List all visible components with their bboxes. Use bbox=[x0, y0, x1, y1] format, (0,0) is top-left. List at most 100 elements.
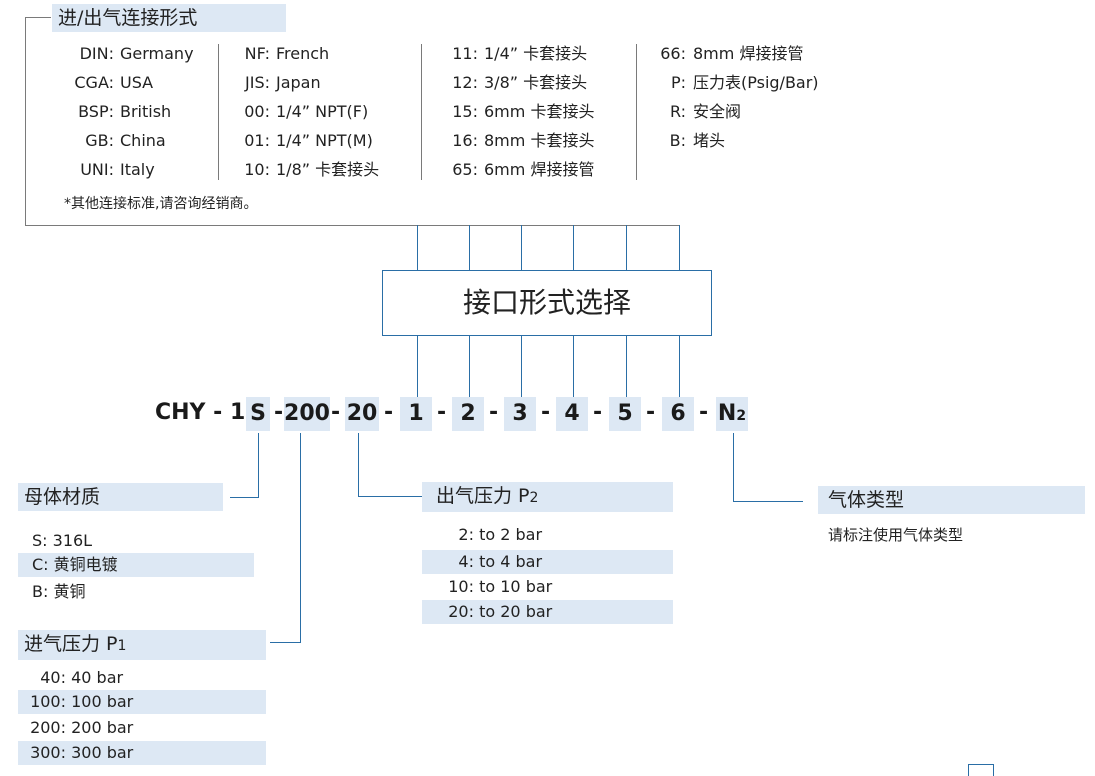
col1-code: GB: bbox=[85, 131, 114, 150]
col1-text: USA bbox=[120, 73, 154, 92]
pressure-code: 40: bbox=[40, 668, 66, 687]
code-segment-material: S bbox=[246, 397, 270, 431]
connector-line bbox=[679, 225, 680, 270]
col2-code: 01: bbox=[244, 131, 270, 150]
pressure-text: to 4 bar bbox=[479, 552, 543, 571]
col3-code: 65: bbox=[452, 160, 478, 179]
pressure-code: 200: bbox=[30, 718, 66, 737]
pressure-text: to 20 bar bbox=[479, 602, 553, 621]
col2-code: NF: bbox=[244, 44, 270, 63]
frame-top-line bbox=[25, 17, 51, 18]
corner-mark bbox=[968, 764, 994, 776]
material-row: B: 黄铜 bbox=[18, 580, 254, 604]
col1-code: CGA: bbox=[74, 73, 114, 92]
frame-bottom-line bbox=[25, 225, 680, 226]
col4-code: 66: bbox=[660, 44, 686, 63]
connector-line bbox=[417, 336, 418, 397]
col2-text: Japan bbox=[276, 73, 321, 92]
connector-line bbox=[679, 336, 680, 397]
connection-note: *其他连接标准,请咨询经销商。 bbox=[64, 196, 258, 212]
inlet-pressure-row: 200: 200 bar bbox=[18, 716, 266, 740]
leader-line bbox=[300, 433, 301, 643]
code-dash: - bbox=[437, 400, 447, 425]
inlet-pressure-title: 进气压力 P1 bbox=[18, 630, 266, 660]
connector-line bbox=[417, 225, 418, 270]
outlet-pressure-row: 2: to 2 bar bbox=[422, 523, 673, 547]
leader-line bbox=[358, 496, 422, 497]
material-row: C: 黄铜电镀 bbox=[18, 553, 254, 577]
leader-line bbox=[270, 642, 301, 643]
gas-letter: N bbox=[717, 401, 737, 426]
col-separator bbox=[421, 44, 422, 180]
col4-code: R: bbox=[669, 102, 686, 121]
connector-line bbox=[521, 336, 522, 397]
col4-code: P: bbox=[670, 73, 686, 92]
pressure-code: 4: bbox=[458, 552, 474, 571]
code-dash: - bbox=[646, 400, 656, 425]
col2-text: French bbox=[276, 44, 330, 63]
pressure-text: 300 bar bbox=[71, 743, 134, 762]
code-segment-gas: N2 bbox=[716, 397, 748, 431]
gas-type-title: 气体类型 bbox=[818, 486, 1085, 514]
inlet-pressure-subscript: 1 bbox=[117, 638, 127, 654]
connection-type-title: 进/出气连接形式 bbox=[52, 4, 286, 32]
pressure-text: 200 bar bbox=[71, 718, 134, 737]
code-dash: - bbox=[541, 400, 551, 425]
leader-line bbox=[230, 497, 259, 498]
connector-line bbox=[469, 336, 470, 397]
outlet-pressure-row: 10: to 10 bar bbox=[422, 575, 673, 599]
col4-text: 安全阀 bbox=[693, 102, 742, 121]
inlet-pressure-row: 100: 100 bar bbox=[18, 690, 266, 714]
outlet-pressure-row: 20: to 20 bar bbox=[422, 600, 673, 624]
col2-text: 1/4” NPT(F) bbox=[276, 102, 369, 121]
col-separator bbox=[218, 44, 219, 180]
frame-left-line bbox=[25, 17, 26, 225]
col2-code: JIS: bbox=[245, 73, 270, 92]
material-text: 黄铜 bbox=[53, 582, 86, 601]
outlet-pressure-row: 4: to 4 bar bbox=[422, 550, 673, 574]
pressure-code: 2: bbox=[458, 525, 474, 544]
leader-line bbox=[733, 501, 803, 502]
col1-text: Germany bbox=[120, 44, 194, 63]
gas-type-note: 请标注使用气体类型 bbox=[828, 526, 964, 544]
pressure-code: 20: bbox=[448, 602, 474, 621]
gas-subscript: 2 bbox=[736, 408, 747, 424]
col4-text: 堵头 bbox=[693, 131, 726, 150]
connector-line bbox=[469, 225, 470, 270]
code-segment-port-5: 5 bbox=[609, 397, 641, 431]
col3-text: 6mm 卡套接头 bbox=[484, 102, 595, 121]
pressure-code: 10: bbox=[448, 577, 474, 596]
code-dash: - bbox=[593, 400, 603, 425]
material-code: C: bbox=[32, 555, 49, 574]
interface-selection-box: 接口形式选择 bbox=[382, 270, 712, 336]
inlet-pressure-row: 40: 40 bar bbox=[18, 666, 266, 690]
material-code: S: bbox=[32, 531, 48, 550]
col2-code: 10: bbox=[244, 160, 270, 179]
col-separator bbox=[636, 44, 637, 180]
connector-line bbox=[521, 225, 522, 270]
code-segment-port-4: 4 bbox=[556, 397, 588, 431]
code-segment-port-1: 1 bbox=[400, 397, 432, 431]
connector-line bbox=[573, 336, 574, 397]
col1-text: Italy bbox=[120, 160, 155, 179]
material-text: 黄铜电镀 bbox=[53, 555, 118, 574]
pressure-text: to 10 bar bbox=[479, 577, 553, 596]
col3-code: 11: bbox=[452, 44, 478, 63]
code-segment-port-3: 3 bbox=[504, 397, 536, 431]
pressure-code: 300: bbox=[30, 743, 66, 762]
code-segment-port-2: 2 bbox=[452, 397, 484, 431]
code-dash: - bbox=[699, 400, 709, 425]
col2-text: 1/8” 卡套接头 bbox=[276, 160, 380, 179]
connector-line bbox=[573, 225, 574, 270]
col4-text: 8mm 焊接接管 bbox=[693, 44, 804, 63]
pressure-code: 100: bbox=[30, 692, 66, 711]
col3-code: 12: bbox=[452, 73, 478, 92]
outlet-pressure-subscript: 2 bbox=[529, 490, 539, 506]
leader-line bbox=[358, 433, 359, 497]
col1-code: UNI: bbox=[80, 160, 114, 179]
col1-code: DIN: bbox=[79, 44, 114, 63]
outlet-pressure-title: 出气压力 P2 bbox=[422, 482, 673, 512]
col3-text: 6mm 焊接接管 bbox=[484, 160, 595, 179]
inlet-pressure-label: 进气压力 P bbox=[24, 633, 118, 655]
pressure-text: to 2 bar bbox=[479, 525, 543, 544]
